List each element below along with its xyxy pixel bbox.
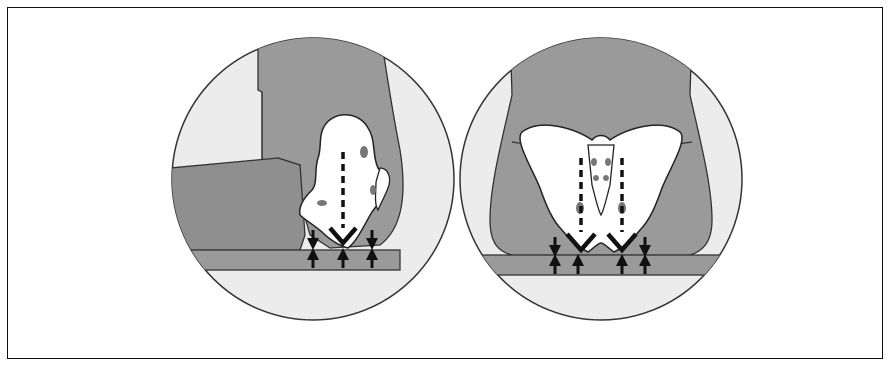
- bone-spot: [591, 158, 597, 166]
- bone-spot: [605, 158, 611, 166]
- bone-spot: [593, 175, 599, 181]
- front-view-panel: [460, 30, 742, 320]
- bone-spot: [603, 175, 609, 181]
- seat-surface: [470, 255, 732, 275]
- bone-spot: [317, 200, 327, 206]
- bone-spot: [370, 185, 376, 195]
- thigh-silhouette: [170, 158, 305, 250]
- bone-spot: [360, 146, 368, 158]
- side-view-panel: [160, 30, 454, 320]
- seat-surface: [160, 250, 400, 270]
